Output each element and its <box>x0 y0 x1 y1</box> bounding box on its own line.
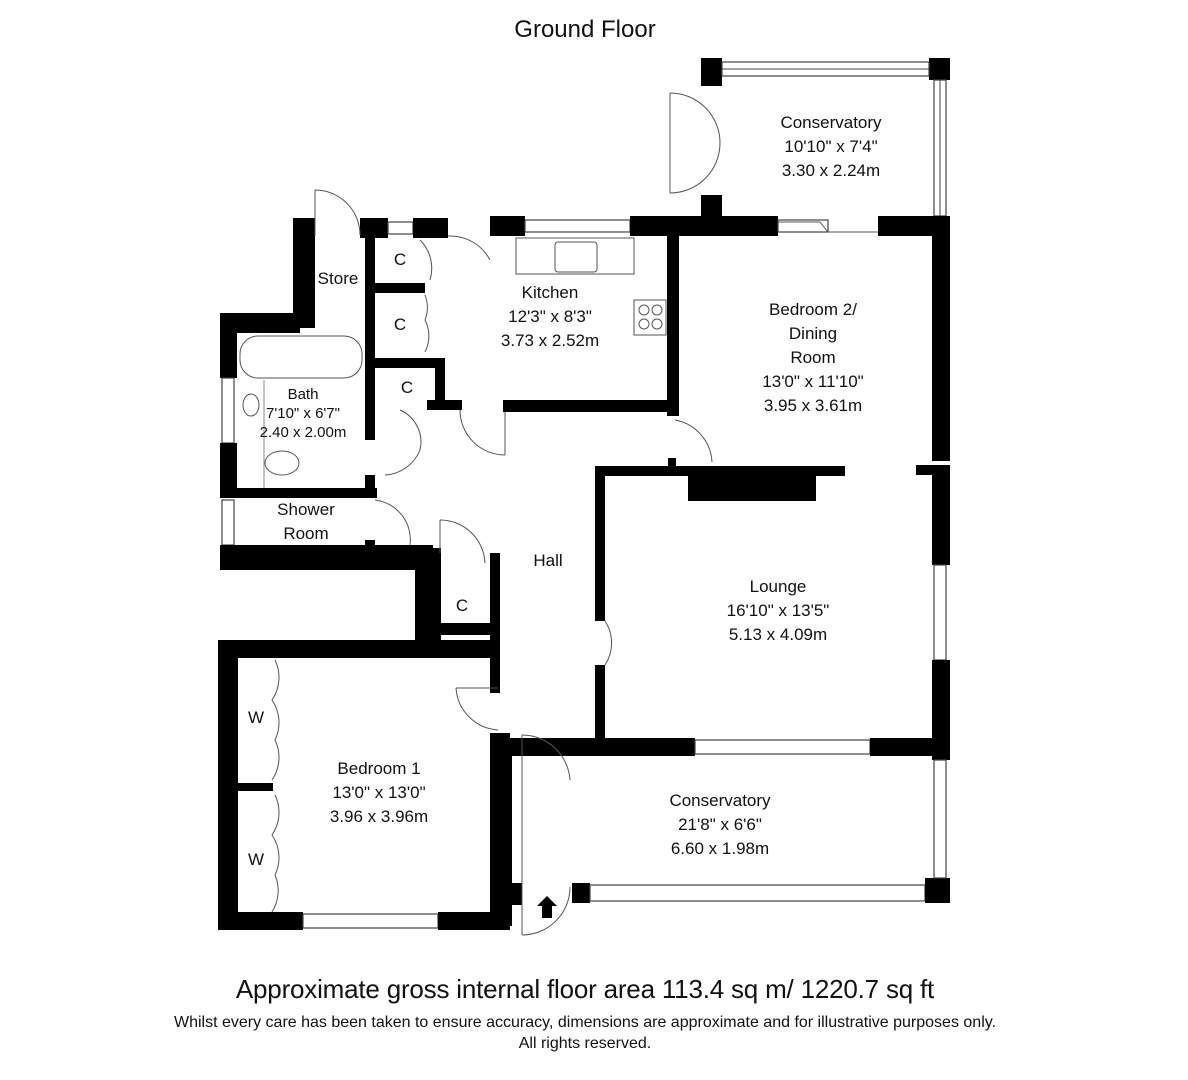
room-store: Store <box>318 267 359 291</box>
room-dim-metric: 3.96 x 3.96m <box>329 807 429 826</box>
room-name-line3: Room <box>790 348 836 367</box>
room-name: W <box>247 850 265 869</box>
room-name: Bedroom 1 <box>337 759 421 778</box>
floor-area-summary: Approximate gross internal floor area 11… <box>235 974 935 1004</box>
room-name: Conservatory <box>669 791 771 810</box>
room-name: Bath <box>287 386 319 403</box>
floor-title: Ground Floor <box>514 16 656 43</box>
room-name: C <box>455 596 469 615</box>
room-conservatory-bottom: Conservatory 21'8" x 6'6" 6.60 x 1.98m <box>669 789 770 861</box>
room-dim-metric: 6.60 x 1.98m <box>670 839 770 858</box>
room-name: C <box>400 378 414 397</box>
room-bedroom-1: Bedroom 1 13'0" x 13'0" 3.96 x 3.96m <box>330 757 428 829</box>
room-cupboard-2: C <box>394 313 406 337</box>
room-name: C <box>393 250 407 269</box>
room-name-line1: Shower <box>277 500 335 519</box>
room-cupboard-1: C <box>394 248 406 272</box>
room-name: Lounge <box>749 577 807 596</box>
disclaimer-line-1: Whilst every care has been taken to ensu… <box>173 1014 997 1031</box>
room-dim-imperial: 12'3" x 8'3" <box>508 307 592 326</box>
room-dim-metric: 5.13 x 4.09m <box>728 625 828 644</box>
room-kitchen: Kitchen 12'3" x 8'3" 3.73 x 2.52m <box>501 281 599 353</box>
conservatory-top-structure <box>669 58 950 220</box>
room-cupboard-3: C <box>401 376 413 400</box>
room-dim-metric: 3.73 x 2.52m <box>500 331 600 350</box>
disclaimer: Whilst every care has been taken to ensu… <box>0 1012 1170 1054</box>
room-bath: Bath 7'10" x 6'7" 2.40 x 2.00m <box>260 385 347 442</box>
room-dim-imperial: 10'10" x 7'4" <box>784 137 878 156</box>
room-hall: Hall <box>533 549 562 573</box>
room-name: C <box>393 315 407 334</box>
room-name: Kitchen <box>521 283 579 302</box>
room-dim-metric: 3.30 x 2.24m <box>781 161 881 180</box>
room-bedroom-2: Bedroom 2/ Dining Room 13'0" x 11'10" 3.… <box>762 298 863 418</box>
room-dim-imperial: 7'10" x 6'7" <box>266 405 340 422</box>
room-name: W <box>247 708 265 727</box>
room-dim-metric: 3.95 x 3.61m <box>763 396 863 415</box>
entrance-arrow-icon <box>537 896 557 918</box>
room-dim-metric: 2.40 x 2.00m <box>259 424 347 441</box>
room-conservatory-top: Conservatory 10'10" x 7'4" 3.30 x 2.24m <box>780 111 881 183</box>
room-name-line2: Room <box>283 524 329 543</box>
room-dim-imperial: 13'0" x 11'10" <box>762 372 864 391</box>
room-wardrobe-1: W <box>248 706 264 730</box>
room-wardrobe-2: W <box>248 848 264 872</box>
room-shower: Shower Room <box>277 498 335 546</box>
room-dim-imperial: 16'10" x 13'5" <box>726 601 830 620</box>
room-name: Conservatory <box>780 113 882 132</box>
room-lounge: Lounge 16'10" x 13'5" 5.13 x 4.09m <box>727 575 830 647</box>
room-name: Store <box>317 269 359 288</box>
room-dim-imperial: 13'0" x 13'0" <box>332 783 426 802</box>
room-name-line2: Dining <box>788 324 838 343</box>
room-cupboard-4: C <box>456 594 468 618</box>
disclaimer-line-2: All rights reserved. <box>518 1035 652 1052</box>
room-name-line1: Bedroom 2/ <box>769 300 857 319</box>
room-dim-imperial: 21'8" x 6'6" <box>678 815 762 834</box>
room-name: Hall <box>533 551 563 570</box>
